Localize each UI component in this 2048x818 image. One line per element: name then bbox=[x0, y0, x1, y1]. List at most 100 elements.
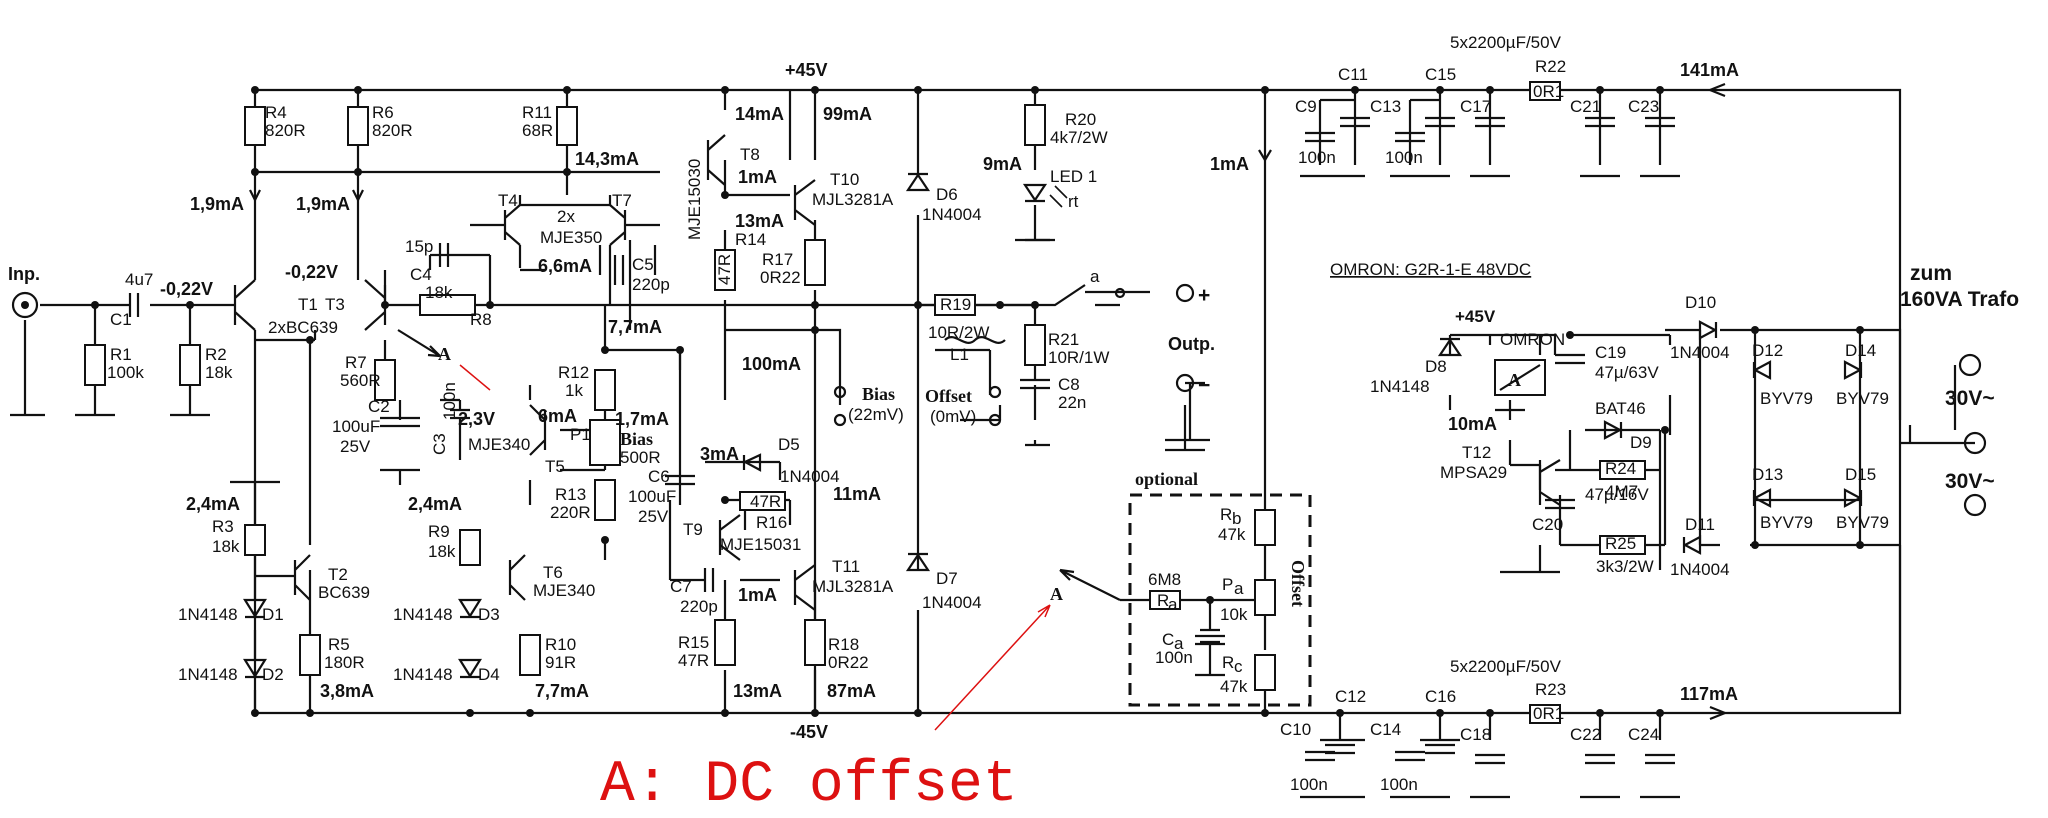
resistor-r3 bbox=[244, 524, 266, 556]
component-label: 1N4004 bbox=[780, 467, 840, 486]
capacitor-c7 bbox=[703, 568, 715, 592]
component-label: R22 bbox=[1535, 57, 1566, 76]
relay-supply-label: +45V bbox=[1455, 307, 1496, 326]
capacitor-c22 bbox=[1585, 753, 1615, 765]
marker-a-right: A bbox=[1050, 584, 1063, 604]
relay-type-label: OMRON: G2R-1-E 48VDC bbox=[1330, 260, 1531, 279]
component-label: BYV79 bbox=[1836, 513, 1889, 532]
resistor-r18 bbox=[804, 619, 826, 666]
component-label: T4 bbox=[498, 191, 518, 210]
component-label: R24 bbox=[1605, 459, 1636, 478]
component-label: C10 bbox=[1280, 720, 1311, 739]
current-label: 10mA bbox=[1448, 414, 1497, 434]
resistor-r17 bbox=[804, 239, 826, 286]
component-label: 4u7 bbox=[125, 270, 153, 289]
diode-d12 bbox=[1752, 360, 1772, 380]
component-label: 0R1 bbox=[1533, 82, 1564, 101]
ac-input-2-terminal[interactable] bbox=[1963, 493, 1987, 517]
component-label: 100k bbox=[107, 363, 144, 382]
component-label: C17 bbox=[1460, 97, 1491, 116]
ground-terminal[interactable] bbox=[1963, 431, 1987, 455]
potentiometer-pa bbox=[1254, 579, 1276, 616]
arrow-a-left bbox=[397, 329, 441, 358]
ac-input-1-terminal[interactable] bbox=[1958, 353, 1982, 377]
component-label: R21 bbox=[1048, 330, 1079, 349]
capacitor-c5 bbox=[613, 255, 625, 285]
bias-test-point[interactable] bbox=[833, 385, 847, 399]
component-label: C20 bbox=[1532, 515, 1563, 534]
component-label: 18k bbox=[428, 542, 456, 561]
resistor-r1 bbox=[84, 344, 106, 386]
capacitor-c17 bbox=[1475, 116, 1505, 128]
component-label: 1N4148 bbox=[178, 605, 238, 624]
component-label: R7 bbox=[345, 353, 367, 372]
component-label: D14 bbox=[1845, 341, 1876, 360]
component-label: MJE15031 bbox=[720, 535, 801, 554]
diode-d8 bbox=[1437, 337, 1463, 357]
component-label: C15 bbox=[1425, 65, 1456, 84]
component-label: MPSA29 bbox=[1440, 463, 1507, 482]
component-label: R4 bbox=[265, 103, 287, 122]
component-label: T8 bbox=[740, 145, 760, 164]
component-label: 1N4004 bbox=[922, 205, 982, 224]
potentiometer-p1 bbox=[589, 419, 621, 466]
resistor-r7 bbox=[374, 359, 396, 401]
component-label: 68R bbox=[522, 121, 553, 140]
resistor-r11 bbox=[556, 106, 578, 146]
component-label: C6 bbox=[648, 467, 670, 486]
bias-test-point-2[interactable] bbox=[833, 413, 847, 427]
current-label: 87mA bbox=[827, 681, 876, 701]
current-label: 1,7mA bbox=[615, 409, 669, 429]
current-label: 13mA bbox=[733, 681, 782, 701]
current-label: 2,4mA bbox=[408, 494, 462, 514]
arrow-a-right bbox=[1059, 568, 1121, 601]
current-label: 117mA bbox=[1680, 684, 1738, 704]
component-label: R bbox=[1157, 591, 1169, 610]
diode-d4 bbox=[458, 658, 482, 679]
capacitor-c18 bbox=[1475, 753, 1505, 765]
diodes bbox=[243, 172, 1863, 679]
component-label: 10k bbox=[1220, 605, 1248, 624]
bias-voltage-label: (22mV) bbox=[848, 405, 904, 424]
bias-label: Bias bbox=[862, 384, 895, 404]
resistor-ra bbox=[1149, 590, 1181, 610]
component-label: R bbox=[1222, 653, 1234, 672]
output-plus-terminal[interactable] bbox=[1175, 283, 1195, 303]
resistor-r9 bbox=[459, 529, 481, 566]
current-label: 2,4mA bbox=[186, 494, 240, 514]
offset-test-point-2[interactable] bbox=[988, 413, 1002, 427]
capacitor-c19 bbox=[1555, 353, 1585, 365]
junctions bbox=[91, 86, 1864, 717]
component-label: C19 bbox=[1595, 343, 1626, 362]
offset-test-point[interactable] bbox=[988, 385, 1002, 399]
output-minus-terminal[interactable] bbox=[1175, 373, 1195, 393]
ground-symbols bbox=[10, 238, 1912, 574]
component-label: 47R bbox=[750, 492, 781, 511]
arrow-top-rail bbox=[1709, 82, 1726, 98]
component-label: T5 bbox=[545, 457, 565, 476]
component-label: 1N4004 bbox=[1670, 560, 1730, 579]
transistor-t9 bbox=[718, 514, 741, 561]
component-label: T2 bbox=[328, 565, 348, 584]
resistor-r15 bbox=[714, 619, 736, 666]
resistor-rb bbox=[1254, 509, 1276, 546]
component-label: C18 bbox=[1460, 725, 1491, 744]
current-label: 1,9mA bbox=[296, 194, 350, 214]
offset-label: Offset bbox=[925, 386, 972, 406]
component-label: C bbox=[1162, 630, 1174, 649]
resistor-r6 bbox=[347, 106, 369, 146]
component-label: C24 bbox=[1628, 725, 1659, 744]
input-jack[interactable] bbox=[11, 291, 39, 319]
resistor-r13 bbox=[594, 479, 616, 521]
resistor-r23 bbox=[1529, 704, 1561, 724]
component-label: R8 bbox=[470, 310, 492, 329]
component-label: 22n bbox=[1058, 393, 1086, 412]
cap-bank-bottom-label: 5x2200µF/50V bbox=[1450, 657, 1562, 676]
component-label: 100n bbox=[1290, 775, 1328, 794]
resistor-r10 bbox=[519, 634, 541, 676]
transistor-t7 bbox=[609, 204, 627, 246]
component-label: R18 bbox=[828, 635, 859, 654]
diode-d1 bbox=[243, 598, 267, 619]
component-label: BC639 bbox=[318, 583, 370, 602]
